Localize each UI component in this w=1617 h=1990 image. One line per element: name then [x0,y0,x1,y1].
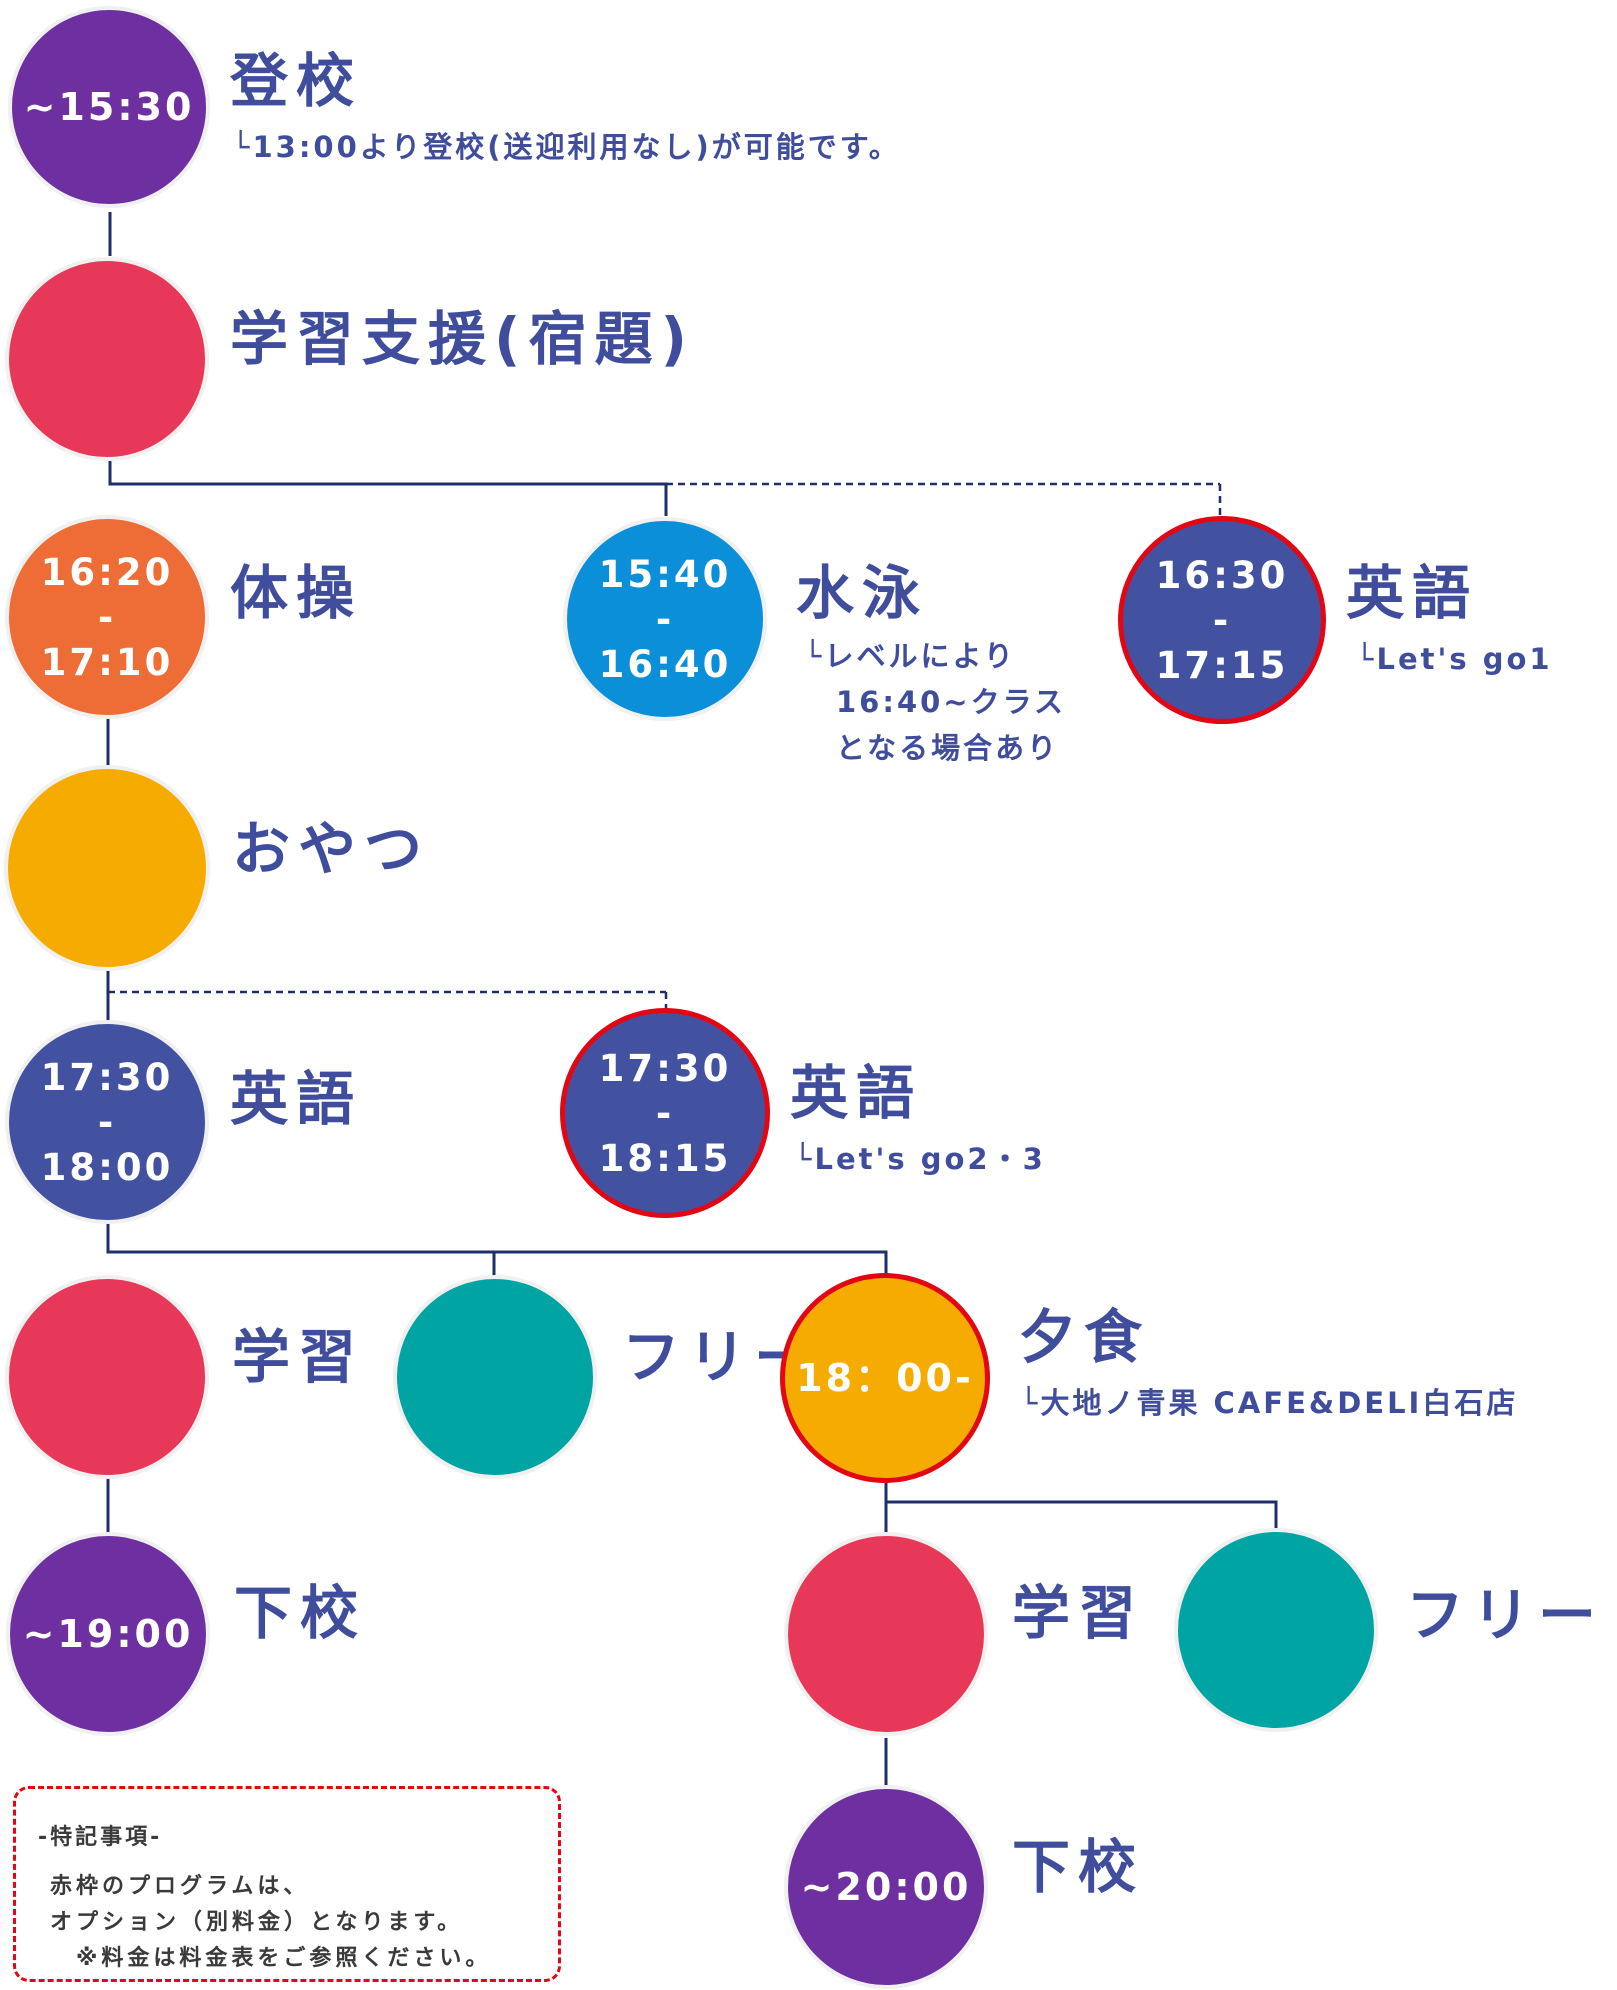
special-notes-box: -特記事項- 赤枠のプログラムは、 オプション（別料金）となります。 ※料金は料… [13,1786,561,1982]
swimming-note: └レベルにより 16:40~クラス となる場合あり [804,639,1067,765]
study1-label: 学習 [232,1323,365,1391]
english-time: 17:30 - 18:00 [40,1055,174,1189]
departure2-time: ~20:00 [800,1864,972,1909]
arrival-circle: ~15:30 [8,6,210,208]
english-option2-time: 17:30 - 18:15 [598,1046,732,1180]
english-option2-label: 英語 [790,1059,923,1127]
study-support-label: 学習支援(宿題) [230,305,696,373]
english-option2-circle: 17:30 - 18:15 [560,1008,770,1218]
study-support-circle [5,257,209,461]
english-label: 英語 [230,1065,363,1133]
snack-label: おやつ [232,815,431,883]
swimming-circle: 15:40 - 16:40 [563,517,767,721]
swimming-label: 水泳 [796,559,929,627]
free1-circle [393,1275,597,1479]
english-option1-circle: 16:30 - 17:15 [1118,516,1326,724]
departure2-label: 下校 [1012,1833,1145,1901]
study1-circle [5,1275,209,1479]
special-notes-title: -特記事項- [38,1825,163,1850]
english-circle: 17:30 - 18:00 [5,1020,209,1224]
gymnastics-circle: 16:20 - 17:10 [5,515,209,719]
snack-circle [4,765,210,971]
departure1-circle: ~19:00 [6,1532,210,1736]
arrival-note: └13:00より登校(送迎利用なし)が可能です。 [232,130,901,164]
dinner-circle: 18：00- [780,1273,990,1483]
gymnastics-label: 体操 [230,559,363,627]
arrival-time: ~15:30 [23,84,195,129]
connector-english-branches [106,1222,888,1276]
english-option1-time: 16:30 - 17:15 [1155,553,1289,687]
free2-circle [1174,1528,1378,1732]
departure1-label: 下校 [234,1579,367,1647]
dinner-note: └大地ノ青果 CAFE&DELI白石店 [1020,1386,1519,1420]
study2-label: 学習 [1012,1579,1145,1647]
special-notes-body: 赤枠のプログラムは、 オプション（別料金）となります。 ※料金は料金表をご参照く… [50,1874,492,1971]
english-option1-note: └Let's go1 [1356,642,1553,676]
dinner-label: 夕食 [1018,1303,1151,1371]
connector-study-branches [108,461,668,516]
english-option2-note: └Let's go2・3 [794,1142,1046,1176]
departure2-circle: ~20:00 [784,1785,988,1989]
english-option1-label: 英語 [1346,559,1479,627]
gymnastics-time: 16:20 - 17:10 [40,550,174,684]
arrival-label: 登校 [230,47,363,115]
connector-dinner-branches [884,1480,1278,1530]
free2-label: フリー [1406,1581,1605,1649]
dinner-time: 18：00- [796,1355,974,1400]
departure1-time: ~19:00 [22,1611,194,1656]
swimming-time: 15:40 - 16:40 [598,552,732,686]
study2-circle [784,1532,988,1736]
